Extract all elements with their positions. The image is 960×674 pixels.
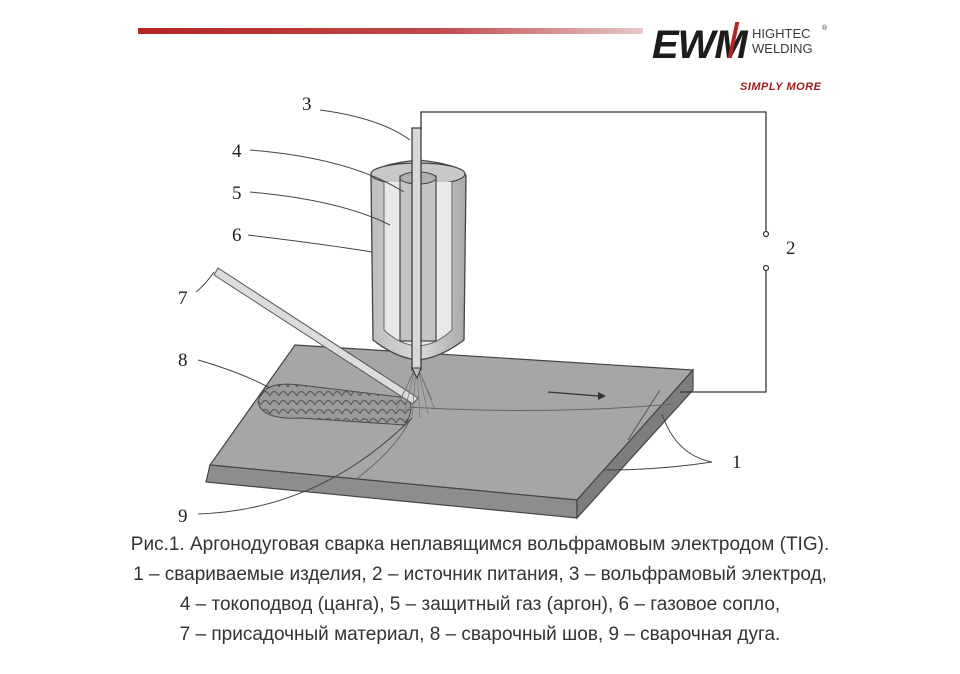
logo-tagline: SIMPLY MORE (740, 81, 822, 93)
figure-caption: Рис.1. Аргонодуговая сварка неплавящимся… (0, 530, 960, 650)
callout-5: 5 (232, 183, 242, 204)
tungsten-electrode (411, 127, 422, 371)
power-terminal-bottom (762, 264, 770, 272)
callout-4: 4 (232, 141, 242, 162)
logo-line2: WELDING (752, 41, 813, 56)
leader-lines (195, 109, 713, 515)
callout-9: 9 (178, 506, 188, 527)
header-accent-bar (138, 28, 643, 34)
callout-2: 2 (786, 238, 796, 259)
logo-line1: HIGHTEC (752, 26, 811, 41)
power-circuit (420, 111, 767, 393)
caption-line-3: 4 – токоподвод (цанга), 5 – защитный газ… (179, 594, 781, 615)
callout-7: 7 (178, 288, 188, 309)
logo-registered: ® (822, 24, 828, 32)
workpiece-plate (205, 344, 695, 520)
ewm-logo: EWM HIGHTEC WELDING ® SIMPLY MORE (652, 22, 828, 93)
callout-6: 6 (232, 225, 242, 246)
caption-line-4: 7 – присадочный материал, 8 – сварочный … (179, 624, 781, 645)
welding-torch (370, 127, 467, 380)
callout-3: 3 (302, 94, 312, 115)
direction-arrow (547, 391, 606, 400)
callout-8: 8 (178, 350, 188, 371)
callout-1: 1 (732, 452, 742, 473)
weld-seam (257, 383, 412, 426)
power-terminal-top (762, 230, 770, 238)
filler-rod (213, 267, 419, 405)
welding-arc (395, 367, 436, 419)
caption-line-1: Рис.1. Аргонодуговая сварка неплавящимся… (130, 534, 830, 555)
caption-line-2: 1 – свариваемые изделия, 2 – источник пи… (133, 564, 827, 585)
logo-slash (727, 22, 740, 58)
